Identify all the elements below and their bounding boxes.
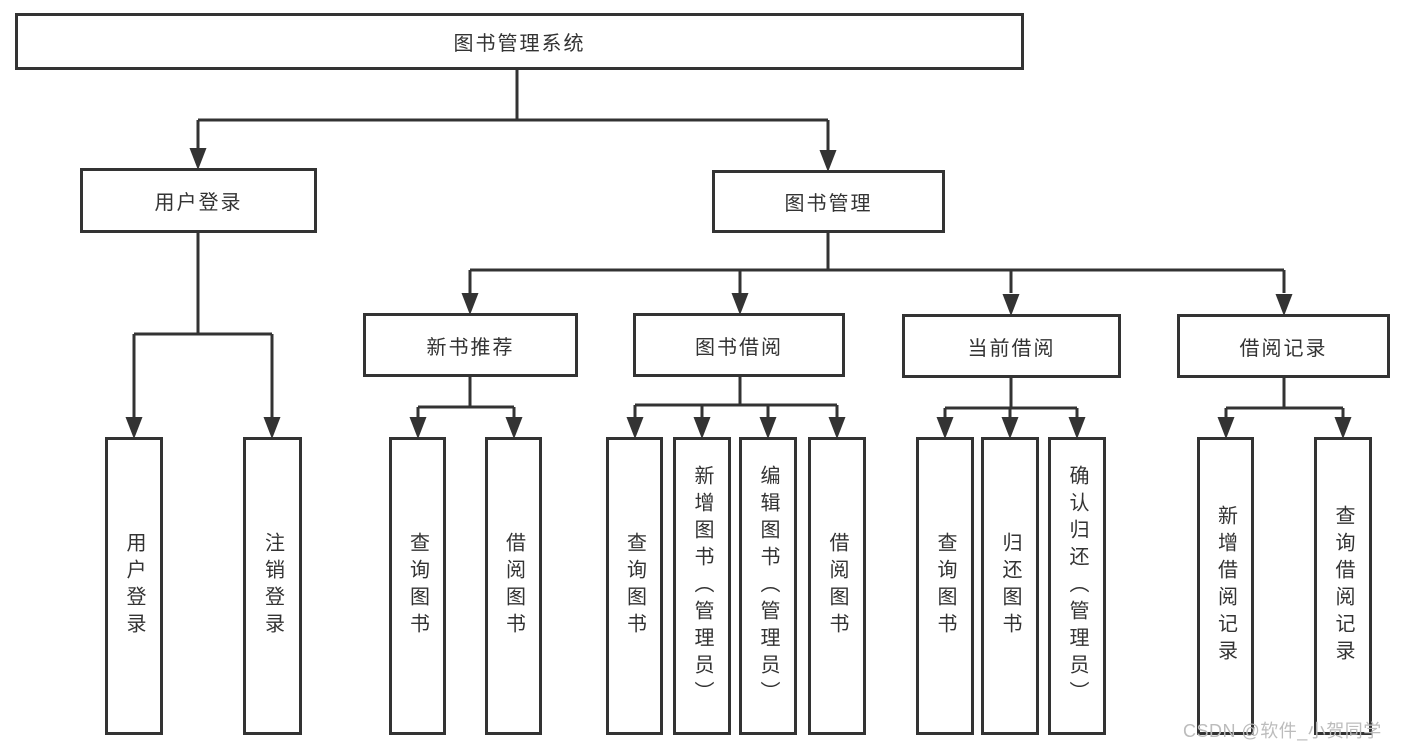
leaf-borrowing-edit-admin: 编辑图书（管理员） <box>739 437 797 735</box>
node-user-login-label: 用户登录 <box>154 192 243 214</box>
node-new-book-recommend-label: 新书推荐 <box>426 336 515 359</box>
leaf-user-login: 用户登录 <box>105 437 163 735</box>
node-book-borrowing: 图书借阅 <box>633 313 845 377</box>
leaf-borrowing-edit-admin-label: 编辑图书（管理员） <box>757 464 779 708</box>
leaf-borrowing-borrow: 借阅图书 <box>808 437 866 735</box>
node-current-borrowing: 当前借阅 <box>902 314 1121 378</box>
leaf-current-query-label: 查询图书 <box>934 532 956 640</box>
leaf-borrowing-borrow-label: 借阅图书 <box>826 532 848 640</box>
leaf-records-query: 查询借阅记录 <box>1314 437 1372 735</box>
csdn-watermark: CSDN @软件_小贺同学 <box>1183 721 1382 741</box>
node-book-management-label: 图书管理 <box>784 193 873 215</box>
node-new-book-recommend: 新书推荐 <box>363 313 578 377</box>
leaf-borrowing-query: 查询图书 <box>606 437 663 735</box>
node-current-borrowing-label: 当前借阅 <box>967 337 1056 360</box>
node-borrow-records-label: 借阅记录 <box>1239 337 1328 360</box>
node-book-management: 图书管理 <box>712 170 945 233</box>
node-book-borrowing-label: 图书借阅 <box>695 336 783 359</box>
leaf-current-confirm-admin-label: 确认归还（管理员） <box>1066 464 1088 708</box>
leaf-records-add-label: 新增借阅记录 <box>1214 505 1237 667</box>
leaf-borrowing-add-admin-label: 新增图书（管理员） <box>691 464 713 708</box>
node-borrow-records: 借阅记录 <box>1177 314 1390 378</box>
leaf-records-query-label: 查询借阅记录 <box>1332 505 1354 667</box>
leaf-borrowing-add-admin: 新增图书（管理员） <box>673 437 731 735</box>
leaf-current-query: 查询图书 <box>916 437 974 735</box>
leaf-current-return-label: 归还图书 <box>999 532 1021 640</box>
node-root-system: 图书管理系统 <box>15 13 1024 70</box>
leaf-newbooks-query: 查询图书 <box>389 437 446 735</box>
leaf-borrowing-query-label: 查询图书 <box>623 532 646 640</box>
leaf-records-add: 新增借阅记录 <box>1197 437 1254 735</box>
leaf-newbooks-borrow: 借阅图书 <box>485 437 542 735</box>
leaf-newbooks-query-label: 查询图书 <box>406 532 429 640</box>
leaf-current-confirm-admin: 确认归还（管理员） <box>1048 437 1106 735</box>
node-root-label: 图书管理系统 <box>453 33 586 55</box>
node-user-login: 用户登录 <box>80 168 317 233</box>
leaf-user-login-label: 用户登录 <box>123 532 145 640</box>
leaf-logout: 注销登录 <box>243 437 302 735</box>
leaf-newbooks-borrow-label: 借阅图书 <box>502 532 525 640</box>
leaf-logout-label: 注销登录 <box>261 532 284 640</box>
leaf-current-return: 归还图书 <box>981 437 1039 735</box>
